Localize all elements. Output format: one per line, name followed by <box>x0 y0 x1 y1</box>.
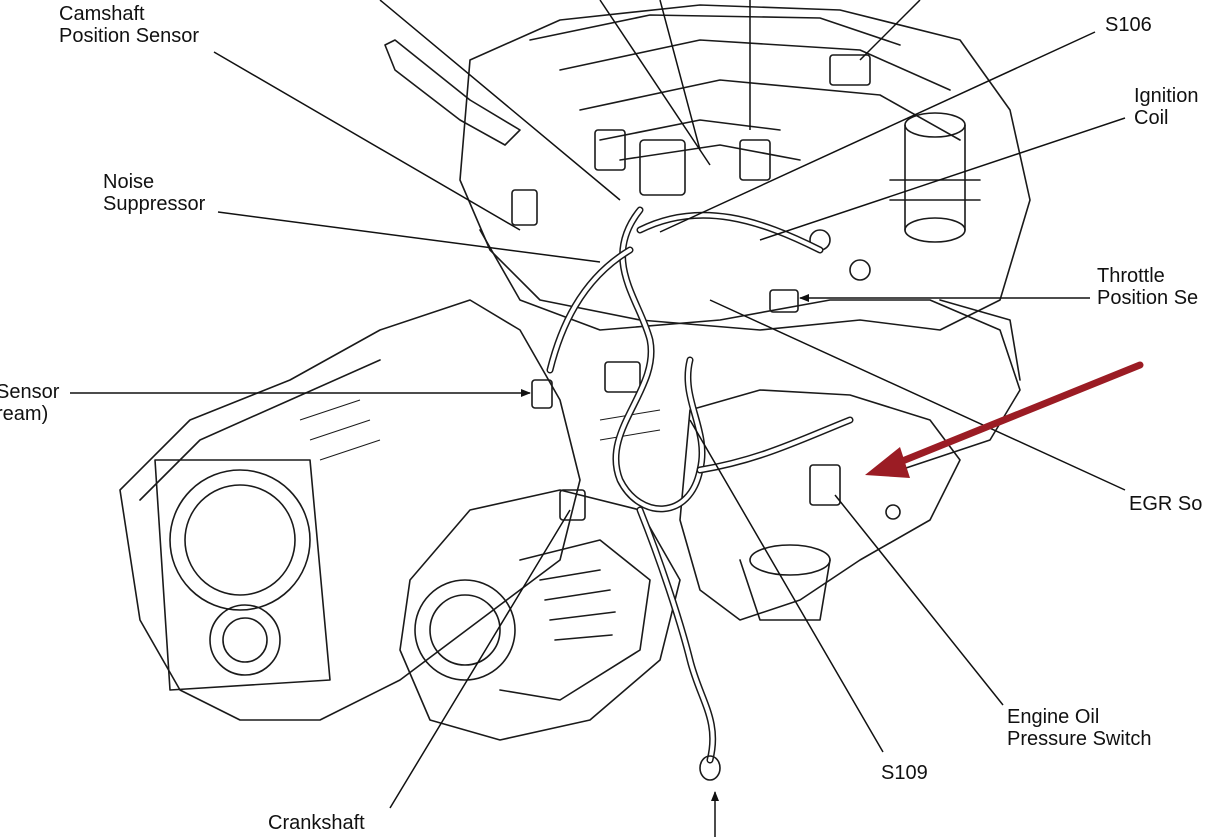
leader-crankshaft <box>389 509 571 809</box>
leader-s109 <box>689 419 884 753</box>
label-s109: S109 <box>881 762 928 784</box>
engine-illustration <box>119 4 1031 741</box>
leader-egr <box>709 299 1126 491</box>
label-throttle-line1: Throttle <box>1097 265 1165 287</box>
label-ignition-coil-line2: Coil <box>1134 107 1168 129</box>
label-o2-sensor-line2: ream) <box>0 403 48 425</box>
label-crankshaft: Crankshaft <box>268 812 365 834</box>
label-camshaft-line1: Camshaft <box>59 3 145 25</box>
label-s106: S106 <box>1105 14 1152 36</box>
label-o2-sensor-line1: Sensor <box>0 381 60 403</box>
label-ignition-coil-line1: Ignition <box>1134 85 1199 107</box>
labels: Camshaft Position Sensor Noise Suppresso… <box>0 3 1202 834</box>
label-oil-pressure-line2: Pressure Switch <box>1007 728 1152 750</box>
leader-ignition-coil <box>759 117 1126 241</box>
leader-oil-pressure <box>834 494 1004 706</box>
leader-lines <box>70 0 1126 837</box>
label-noise-suppressor-line1: Noise <box>103 171 154 193</box>
highlight-arrow <box>865 361 1144 478</box>
leader-s106 <box>659 31 1096 233</box>
leader-noise-suppressor <box>217 211 601 263</box>
leader-camshaft <box>213 51 521 231</box>
label-throttle-line2: Position Se <box>1097 287 1198 309</box>
label-camshaft-line2: Position Sensor <box>59 25 199 47</box>
label-noise-suppressor-line2: Suppressor <box>103 193 206 215</box>
wiring-harness <box>546 206 854 781</box>
label-egr: EGR So <box>1129 493 1202 515</box>
label-oil-pressure-line1: Engine Oil <box>1007 706 1099 728</box>
